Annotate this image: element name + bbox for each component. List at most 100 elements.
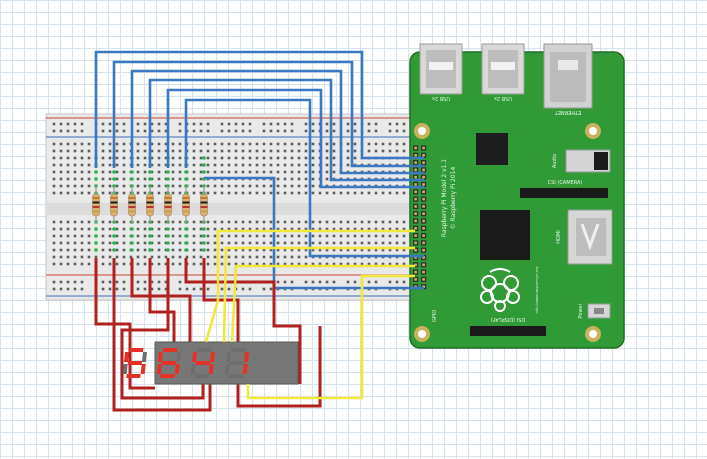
breadboard-hole <box>52 234 56 238</box>
breadboard-hole <box>52 163 56 167</box>
breadboard-hole <box>213 255 217 259</box>
breadboard-hole <box>304 177 308 181</box>
breadboard-hole <box>346 163 350 167</box>
breadboard-hole <box>206 220 210 224</box>
breadboard-hole <box>59 177 63 181</box>
breadboard-hole <box>150 287 154 291</box>
breadboard-hole <box>66 287 70 291</box>
breadboard-hole <box>255 234 259 238</box>
breadboard-hole <box>318 227 322 231</box>
breadboard-hole <box>136 262 140 266</box>
breadboard-hole <box>66 248 70 252</box>
breadboard-hole <box>374 248 378 252</box>
breadboard-hole <box>255 156 259 160</box>
breadboard-hole <box>304 241 308 245</box>
breadboard-hole <box>73 241 77 245</box>
breadboard-hole <box>332 227 336 231</box>
breadboard-hole <box>66 184 70 188</box>
breadboard-hole <box>220 170 224 174</box>
breadboard-hole <box>101 177 105 181</box>
resistor <box>182 186 190 224</box>
breadboard-hole <box>311 122 315 126</box>
wire <box>202 258 240 342</box>
breadboard-hole <box>171 149 175 153</box>
breadboard-hole <box>87 163 91 167</box>
breadboard-hole <box>297 142 301 146</box>
breadboard-hole <box>283 191 287 195</box>
breadboard-hole <box>87 149 91 153</box>
breadboard-hole <box>325 163 329 167</box>
segment-g <box>229 361 245 365</box>
breadboard-hole <box>304 184 308 188</box>
display-body <box>154 341 299 385</box>
breadboard-hole <box>199 156 203 160</box>
breadboard-hole <box>283 163 287 167</box>
display-segments <box>122 348 250 378</box>
breadboard-hole <box>87 142 91 146</box>
breadboard-hole <box>136 280 140 284</box>
breadboard-hole <box>290 177 294 181</box>
segment-a <box>231 348 246 352</box>
segment-d <box>160 374 175 378</box>
breadboard-hole <box>59 149 63 153</box>
breadboard-hole <box>227 227 231 231</box>
breadboard-hole <box>402 248 406 252</box>
breadboard-hole <box>171 156 175 160</box>
breadboard-hole <box>108 241 112 245</box>
breadboard-hole <box>122 177 126 181</box>
breadboard-hole <box>80 142 84 146</box>
breadboard-hole <box>199 170 203 174</box>
breadboard-hole <box>73 149 77 153</box>
breadboard-hole <box>206 184 210 188</box>
breadboard-hole <box>381 227 385 231</box>
breadboard-hole <box>276 142 280 146</box>
breadboard-hole <box>402 227 406 231</box>
breadboard-hole <box>241 241 245 245</box>
breadboard-hole <box>206 227 210 231</box>
breadboard-active-hole <box>184 248 188 252</box>
breadboard-hole <box>192 248 196 252</box>
breadboard-hole <box>297 241 301 245</box>
breadboard-hole <box>171 220 175 224</box>
breadboard-hole <box>269 234 273 238</box>
breadboard-hole <box>115 248 119 252</box>
breadboard-hole <box>115 234 119 238</box>
breadboard-hole <box>122 287 126 291</box>
breadboard-hole <box>199 220 203 224</box>
breadboard-hole <box>346 191 350 195</box>
breadboard-hole <box>178 129 182 133</box>
breadboard-hole <box>262 234 266 238</box>
breadboard-hole <box>262 262 266 266</box>
csi-connector <box>520 188 608 198</box>
breadboard-hole <box>178 287 182 291</box>
breadboard-hole <box>276 170 280 174</box>
segment-b <box>243 352 250 362</box>
breadboard-active-hole <box>130 241 134 245</box>
breadboard-hole <box>52 142 56 146</box>
breadboard-hole <box>101 184 105 188</box>
breadboard-hole <box>395 129 399 133</box>
breadboard-hole <box>157 227 161 231</box>
board-title: Raspberry Pi Model 2 v1.1 <box>441 159 448 237</box>
breadboard-hole <box>346 122 350 126</box>
breadboard-hole <box>101 255 105 259</box>
breadboard-hole <box>269 248 273 252</box>
breadboard-hole <box>80 156 84 160</box>
breadboard-hole <box>311 129 315 133</box>
resistor <box>110 186 118 224</box>
breadboard-hole <box>136 122 140 126</box>
breadboard-hole <box>360 227 364 231</box>
breadboard-hole <box>311 177 315 181</box>
breadboard-hole <box>213 234 217 238</box>
breadboard-hole <box>269 227 273 231</box>
breadboard-hole <box>199 129 203 133</box>
breadboard-hole <box>143 191 147 195</box>
breadboard-hole <box>276 280 280 284</box>
breadboard-hole <box>388 241 392 245</box>
breadboard-hole <box>80 170 84 174</box>
breadboard-hole <box>241 170 245 174</box>
wire <box>94 258 155 390</box>
breadboard-hole <box>199 234 203 238</box>
breadboard-hole <box>241 248 245 252</box>
breadboard-hole <box>227 142 231 146</box>
